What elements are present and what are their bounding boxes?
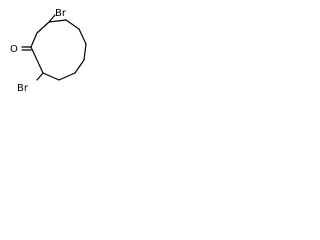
bond-c3-br1	[48, 14, 56, 23]
ring-bond-c6-c7	[83, 43, 87, 61]
molecule-structure: Br O Br	[10, 8, 87, 94]
ring-bond-c2-c3	[36, 21, 50, 34]
ring-bond-c10-c1	[30, 46, 44, 74]
atom-label-oxygen: O	[10, 44, 18, 55]
atom-label-br-top: Br	[55, 8, 67, 19]
ring-bond-c8-c9	[58, 72, 76, 81]
bond-c10-br2	[36, 72, 44, 81]
ring-bond-c4-c5	[65, 19, 80, 30]
ring-bond-c9-c10	[42, 72, 60, 81]
ring-bond-c3-c4	[48, 19, 67, 23]
ring-bond-c5-c6	[78, 28, 87, 45]
atom-label-br-bottom: Br	[17, 83, 29, 94]
ring-bond-c1-c2	[30, 32, 38, 48]
ring-bond-c7-c8	[74, 59, 85, 74]
